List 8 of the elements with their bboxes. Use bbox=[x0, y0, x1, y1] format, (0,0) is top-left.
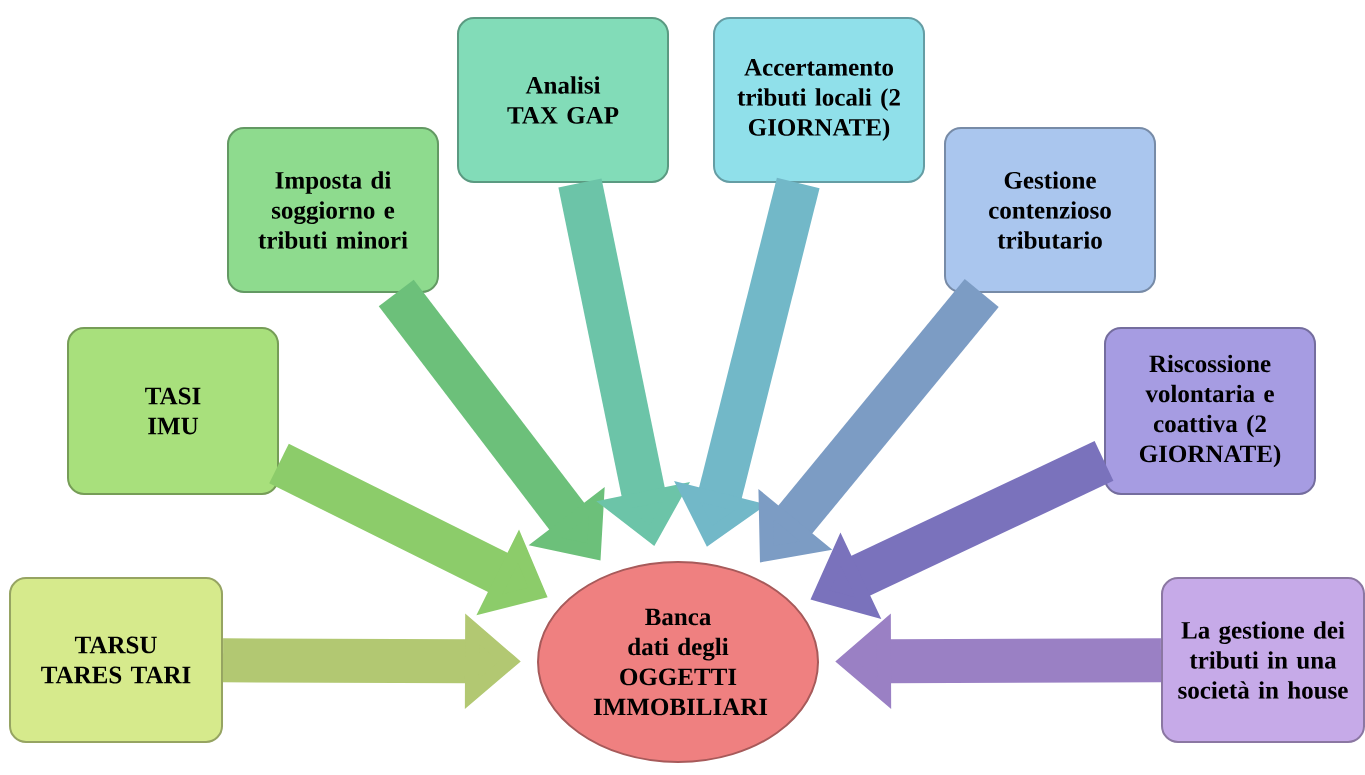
topic-box: TARSU TARES TARI bbox=[9, 577, 223, 743]
topic-box: Analisi TAX GAP bbox=[457, 17, 669, 183]
topic-box: La gestione dei tributi in una società in house bbox=[1161, 577, 1365, 743]
topic-box: Imposta di soggiorno e tributi minori bbox=[227, 127, 439, 293]
topic-box: Gestione contenzioso tributario bbox=[944, 127, 1156, 293]
topic-box: TASI IMU bbox=[67, 327, 279, 495]
topic-box: Riscossione volontaria e coattiva (2 GIORNATE) bbox=[1104, 327, 1316, 495]
topic-box: Accertamento tributi locali (2 GIORNATE) bbox=[713, 17, 925, 183]
